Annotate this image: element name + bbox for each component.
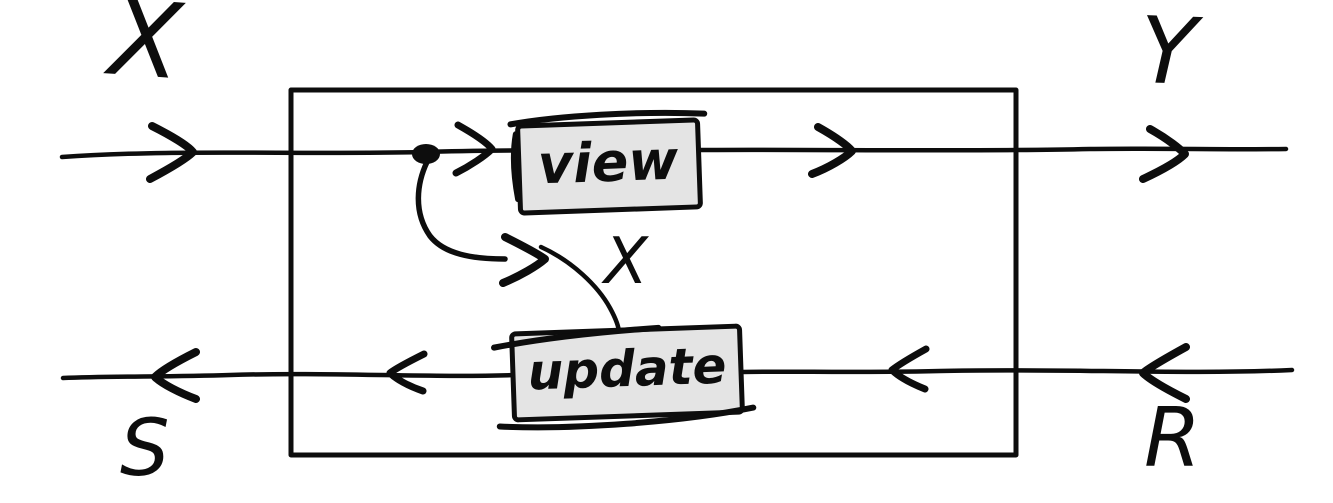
top-arrowhead-4-icon xyxy=(1139,125,1189,183)
top-arrowhead-2-icon xyxy=(452,121,496,177)
port-label-r: R xyxy=(1144,391,1201,486)
port-label-s: S xyxy=(120,404,170,494)
view-node-label: view xyxy=(536,128,680,197)
update-node xyxy=(491,323,757,431)
ink-strokes xyxy=(59,87,1295,458)
port-label-x: X xyxy=(105,0,186,104)
branch-arrowhead-icon xyxy=(499,233,549,287)
branch-wire-label: X xyxy=(604,225,648,299)
branch-curve xyxy=(415,159,508,262)
bottom-arrowhead-3-icon xyxy=(888,345,930,393)
bottom-arrowhead-4-icon xyxy=(1139,343,1190,403)
bottom-arrowhead-2-icon xyxy=(386,350,428,395)
update-node-sketch-top xyxy=(491,324,662,351)
branch-dot xyxy=(412,144,440,164)
outer-box xyxy=(288,87,1019,458)
view-node-box xyxy=(515,117,703,216)
port-label-y: Y xyxy=(1138,0,1199,106)
top-arrowhead-3-icon xyxy=(808,123,856,178)
update-node-label: update xyxy=(526,336,728,402)
view-node xyxy=(507,109,708,216)
x-wire xyxy=(538,244,622,336)
view-node-sketch-top xyxy=(507,109,708,128)
update-node-sketch-bottom xyxy=(496,404,757,431)
bottom-arrowhead-1-icon xyxy=(151,348,200,403)
top-arrowhead-1-icon xyxy=(146,122,197,183)
view-node-sketch-left xyxy=(510,131,522,203)
